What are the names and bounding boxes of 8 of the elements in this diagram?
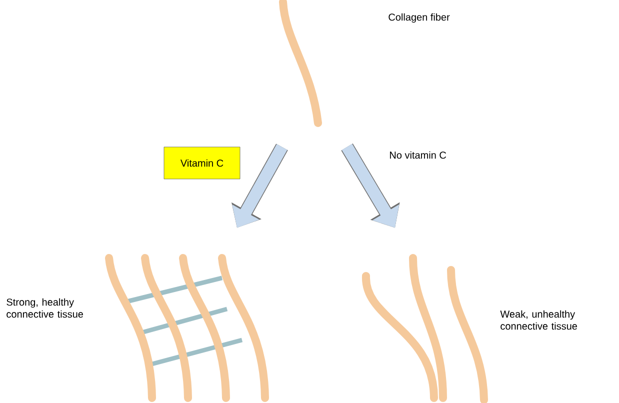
tissue-label: Weak, unhealthy connective tissue — [500, 310, 577, 330]
weak-tissue-drawing — [362, 254, 488, 403]
strong-tissue-drawing — [105, 254, 269, 402]
edge-label: Vitamin C — [164, 146, 240, 180]
fiber-label: Collagen fiber — [388, 13, 450, 23]
edge-label: No vitamin C — [388, 150, 448, 160]
fiber-drawing — [279, 0, 322, 127]
tissue-label: Strong, healthy connective tissue — [6, 298, 83, 318]
